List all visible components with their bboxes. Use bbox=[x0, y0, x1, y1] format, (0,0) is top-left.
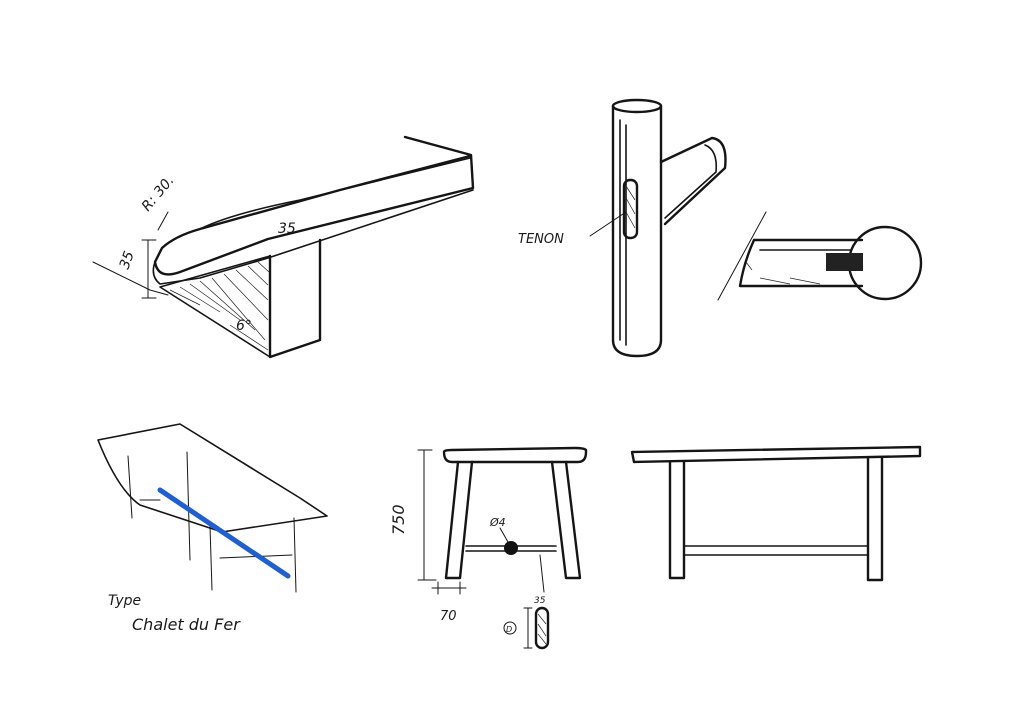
leg-section bbox=[534, 606, 550, 650]
post-top-end bbox=[611, 98, 663, 114]
concept-note-line1: Type bbox=[108, 593, 141, 609]
tenon-label: TENON bbox=[518, 232, 564, 247]
leg-width-dimension bbox=[431, 581, 467, 595]
tenon-slot-hatching bbox=[625, 185, 636, 229]
section-leader bbox=[539, 554, 545, 593]
bench-seat-front-edge bbox=[152, 189, 474, 285]
bench-corner-detail: 35 R: 30. 35 6° bbox=[92, 135, 475, 359]
bench-front-top bbox=[630, 445, 922, 464]
stool-height-label: 750 bbox=[389, 504, 408, 535]
concept-blue-line bbox=[157, 487, 291, 579]
side-rail bbox=[659, 136, 727, 226]
stool-dowel bbox=[504, 541, 518, 555]
width-label: 35 bbox=[278, 221, 296, 237]
height-dimension-line bbox=[141, 239, 157, 299]
section-rail bbox=[738, 238, 864, 288]
post-body bbox=[611, 104, 663, 358]
bench-seat-back-edge bbox=[199, 157, 471, 230]
tenon-joint-detail: TENON bbox=[518, 98, 923, 358]
tenon-leader bbox=[589, 211, 627, 237]
radius-leader bbox=[157, 211, 169, 231]
concept-legs bbox=[127, 451, 297, 593]
concept-note-line2: Chalet du Fer bbox=[132, 615, 241, 634]
stool-seat bbox=[442, 446, 588, 464]
bench-leg bbox=[268, 238, 322, 359]
section-dimension bbox=[523, 607, 533, 649]
section-tenon-block bbox=[826, 253, 863, 271]
bench-underside bbox=[159, 255, 271, 358]
stool-height-dimension bbox=[417, 449, 437, 581]
stool-leg-right bbox=[550, 460, 582, 580]
stool-side-view: Ø4 750 70 35 D bbox=[389, 446, 588, 650]
angle-label: 6° bbox=[236, 318, 252, 334]
concept-sketch: Type Chalet du Fer bbox=[97, 423, 328, 634]
bench-underside-hatching bbox=[169, 261, 270, 351]
bench-front-stretcher bbox=[683, 545, 869, 556]
stool-leg-left bbox=[444, 460, 474, 580]
tenon-slot bbox=[622, 178, 639, 240]
bench-front-leg-left bbox=[668, 460, 686, 580]
leg-section-hatching bbox=[537, 613, 547, 645]
section-circle-marker bbox=[503, 621, 517, 635]
side-rail-shading bbox=[664, 144, 718, 219]
bench-front-view bbox=[630, 445, 922, 582]
section-circle-label: D bbox=[506, 625, 512, 634]
bench-front-leg-right bbox=[866, 456, 884, 582]
section-break-line bbox=[717, 211, 767, 301]
dowel-label: Ø4 bbox=[489, 516, 506, 529]
radius-label: R: 30. bbox=[139, 173, 178, 215]
height-label: 35 bbox=[117, 249, 138, 271]
leg-width-label: 70 bbox=[440, 609, 457, 624]
section-hatching bbox=[745, 261, 821, 285]
dowel-leader bbox=[499, 527, 509, 543]
section-label: 35 bbox=[534, 596, 546, 606]
bench-ground-line bbox=[92, 261, 169, 296]
